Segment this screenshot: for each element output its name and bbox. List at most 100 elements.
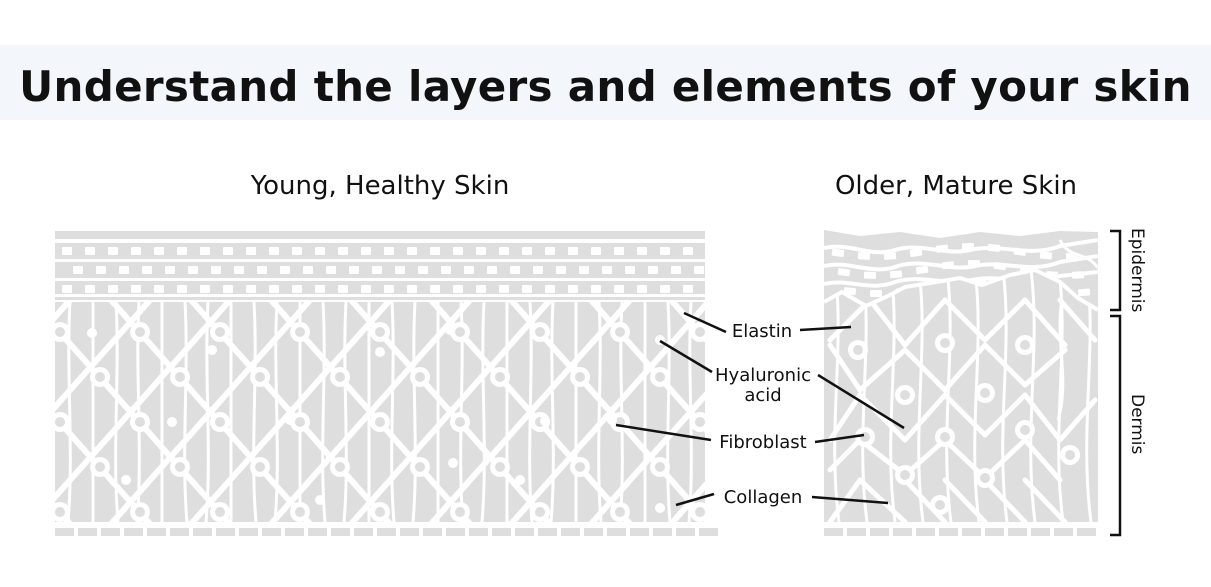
epidermis-cell <box>223 285 233 293</box>
epidermis-cell <box>602 266 612 274</box>
lattice-node-core <box>575 462 585 472</box>
elastin-fiber <box>0 282 6 542</box>
lattice-node-core <box>1020 425 1030 435</box>
bottom-strip-segment <box>1054 528 1073 536</box>
epidermis-cell <box>188 266 198 274</box>
elastin-fiber <box>508 302 705 522</box>
lattice-node-core <box>455 507 465 517</box>
hyaluronic-acid-molecule <box>285 415 295 425</box>
bottom-strip-segment <box>561 528 580 536</box>
epidermis-cell <box>338 247 348 255</box>
lattice-node-core <box>335 372 345 382</box>
epidermis-cell <box>464 266 474 274</box>
epidermis-cell <box>935 244 949 253</box>
bottom-strip-segment <box>78 528 97 536</box>
lattice-node-core <box>735 282 745 292</box>
elastin-fiber <box>827 437 863 473</box>
bottom-strip-segment <box>469 528 488 536</box>
young-bottom-strip <box>55 528 718 536</box>
elastin-leader-left <box>683 311 727 334</box>
epidermis-cell <box>361 247 371 255</box>
hyaluronic-leader-left <box>659 339 713 374</box>
elastin-fiber <box>1022 347 1068 388</box>
bottom-strip-segment <box>285 528 304 536</box>
elastin-fiber <box>188 302 393 522</box>
elastin-fiber <box>827 477 863 522</box>
collagen-label: Collagen <box>724 487 803 508</box>
lattice-node-core <box>135 417 145 427</box>
hyaluronic-acid-molecule <box>121 475 131 485</box>
elastin-fiber <box>942 297 988 343</box>
fibroblast-label: Fibroblast <box>719 432 806 453</box>
bottom-strip-segment <box>170 528 189 536</box>
bottom-strip-segment <box>653 528 672 536</box>
epidermis-cell <box>915 265 929 275</box>
lattice-node-core <box>415 462 425 472</box>
lattice-node-core <box>295 417 305 427</box>
elastin-fiber <box>55 302 233 502</box>
elastin-fiber <box>857 477 908 522</box>
hyaluronic-acid-molecule <box>315 495 325 505</box>
epidermis-cell <box>591 247 601 255</box>
epidermis-cell <box>579 266 589 274</box>
elastin-leader-right <box>799 325 852 332</box>
epidermis-cell <box>142 266 152 274</box>
lattice-node-core <box>295 507 305 517</box>
bottom-strip-segment <box>607 528 626 536</box>
epidermis-cell <box>430 285 440 293</box>
hyaluronic-acid-molecule <box>515 475 525 485</box>
collagen-fiber <box>666 302 672 522</box>
epidermis-cell <box>430 247 440 255</box>
lattice-node-core <box>695 507 705 517</box>
collagen-fiber <box>480 302 486 522</box>
epidermis-cell <box>487 266 497 274</box>
lattice-node-core <box>215 507 225 517</box>
lattice-node-core <box>375 507 385 517</box>
epidermis-cell <box>315 247 325 255</box>
epidermis-cell <box>108 285 118 293</box>
elastin-fiber <box>268 302 473 522</box>
layer-brackets <box>1110 229 1122 537</box>
bottom-strip-segment <box>331 528 350 536</box>
epidermis-cell <box>85 285 95 293</box>
hyaluronic-acid-molecule <box>540 416 550 426</box>
epidermis-cell <box>993 261 1007 271</box>
bottom-strip-segment <box>193 528 212 536</box>
lattice-node-core <box>255 462 265 472</box>
epidermis-cell <box>476 247 486 255</box>
epidermis-cell <box>62 285 72 293</box>
epidermis-cell <box>614 247 624 255</box>
epidermis-cell <box>62 247 72 255</box>
hyaluronic-acid-molecule <box>167 417 177 427</box>
epidermis-cell <box>694 266 704 274</box>
epidermis-cell <box>1077 288 1091 297</box>
lattice-node-core <box>980 388 990 398</box>
fibroblast-leader-left <box>615 423 712 442</box>
hyaluronic-acid-molecule <box>607 415 617 425</box>
lattice-node-core <box>215 417 225 427</box>
bottom-strip-segment <box>1008 528 1027 536</box>
lattice-node-core <box>415 372 425 382</box>
lattice-node-core <box>15 462 25 472</box>
elastin-fiber <box>982 477 1028 522</box>
bottom-strip-segment <box>400 528 419 536</box>
lattice-node-core <box>900 470 910 480</box>
lattice-node-core <box>135 507 145 517</box>
epidermis-cell <box>683 247 693 255</box>
lattice-node <box>730 457 750 477</box>
bottom-strip-segment <box>538 528 557 536</box>
lattice-node-core <box>455 417 465 427</box>
bottom-strip-segment <box>985 528 1004 536</box>
epidermis-cell <box>660 247 670 255</box>
elastin-fiber <box>982 342 1028 388</box>
bottom-strip-segment <box>1077 528 1096 536</box>
dermis-label: Dermis <box>1127 394 1147 455</box>
epidermis-cell <box>522 247 532 255</box>
lattice-node-core <box>55 327 65 337</box>
bottom-strip-segment <box>354 528 373 536</box>
callout-lines <box>615 311 905 507</box>
elastin-fiber <box>1022 477 1068 522</box>
hyaluronic-acid-molecule <box>375 347 385 357</box>
lattice-node-core <box>535 327 545 337</box>
epidermis-cell <box>453 247 463 255</box>
